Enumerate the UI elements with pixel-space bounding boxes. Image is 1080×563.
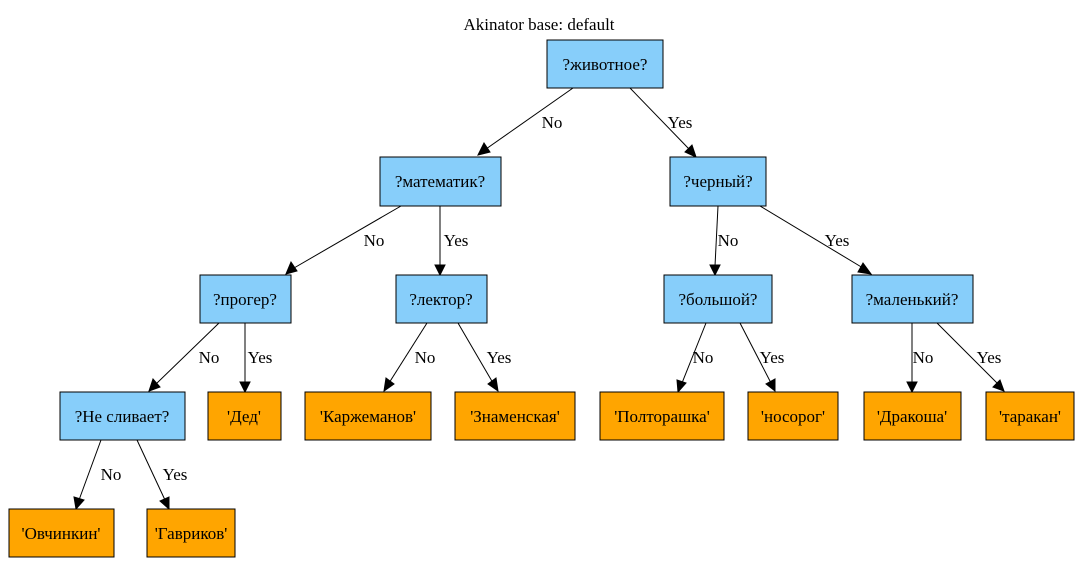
node-question-small: ?маленький?	[851, 274, 974, 324]
svg-text:?маленький?: ?маленький?	[866, 290, 959, 309]
node-answer-karzhemanov: 'Каржеманов'	[304, 391, 432, 441]
svg-text:'Дракоша': 'Дракоша'	[877, 407, 947, 426]
edge-label-yes: Yes	[248, 348, 273, 367]
node-answer-poltorashka: 'Полторашка'	[599, 391, 725, 441]
svg-text:'Гавриков': 'Гавриков'	[155, 524, 228, 543]
edge-label-yes: Yes	[444, 231, 469, 250]
edge-label-no: No	[913, 348, 934, 367]
edge-proger-yes	[239, 323, 251, 394]
node-answer-ovchinkin: 'Овчинкин'	[8, 508, 115, 558]
node-question-proger: ?прогер?	[199, 274, 292, 324]
edge-label-no: No	[199, 348, 220, 367]
edge-label-yes: Yes	[163, 465, 188, 484]
edge-root-yes	[629, 87, 697, 158]
edge-small-no	[906, 323, 918, 394]
edge-label-no: No	[542, 113, 563, 132]
svg-text:'таракан': 'таракан'	[999, 407, 1061, 426]
node-answer-drakosha: 'Дракоша'	[863, 391, 962, 441]
svg-text:?Не сливает?: ?Не сливает?	[75, 407, 170, 426]
edge-sliv-no	[73, 439, 102, 511]
svg-text:'Полторашка': 'Полторашка'	[614, 407, 710, 426]
node-question-math: ?математик?	[379, 156, 502, 207]
edge-label-yes: Yes	[668, 113, 693, 132]
edge-label-yes: Yes	[487, 348, 512, 367]
edge-label-no: No	[693, 348, 714, 367]
edge-small-yes	[936, 322, 1005, 392]
edge-lector-no	[383, 322, 428, 393]
node-question-animal: ?животное?	[546, 39, 664, 89]
edge-label-yes: Yes	[760, 348, 785, 367]
svg-text:?черный?: ?черный?	[683, 172, 752, 191]
svg-text:?математик?: ?математик?	[395, 172, 485, 191]
node-answer-nosorog: 'носорог'	[747, 391, 839, 441]
svg-text:'Овчинкин': 'Овчинкин'	[22, 524, 101, 543]
edge-math-no	[285, 205, 402, 275]
edge-label-no: No	[718, 231, 739, 250]
edge-black-no	[709, 205, 721, 277]
svg-text:?животное?: ?животное?	[563, 55, 648, 74]
svg-text:'Каржеманов': 'Каржеманов'	[320, 407, 416, 426]
edge-label-no: No	[364, 231, 385, 250]
node-answer-znamenskaya: 'Знаменская'	[454, 391, 576, 441]
diagram-title: Akinator base: default	[463, 15, 614, 34]
edge-label-no: No	[415, 348, 436, 367]
edge-sliv-yes	[136, 439, 170, 511]
node-question-ne-slivaet: ?Не сливает?	[59, 391, 186, 441]
svg-text:?прогер?: ?прогер?	[213, 290, 277, 309]
edge-big-no	[676, 322, 707, 394]
node-question-black: ?черный?	[669, 156, 767, 207]
node-answer-tarakan: 'таракан'	[985, 391, 1075, 441]
svg-text:'Дед': 'Дед'	[227, 407, 261, 426]
svg-text:?лектор?: ?лектор?	[409, 290, 472, 309]
node-answer-ded: 'Дед'	[207, 391, 282, 441]
edge-big-yes	[739, 322, 776, 393]
edge-math-yes	[434, 206, 446, 277]
svg-text:'Знаменская': 'Знаменская'	[470, 407, 560, 426]
edge-proger-no	[148, 322, 220, 392]
node-question-big: ?большой?	[663, 274, 773, 324]
edge-label-yes: Yes	[977, 348, 1002, 367]
edge-label-no: No	[101, 465, 122, 484]
edge-lector-yes	[457, 322, 499, 393]
node-question-lector: ?лектор?	[395, 274, 488, 324]
node-answer-gavrikov: 'Гавриков'	[146, 508, 236, 558]
edge-root-no	[477, 87, 574, 156]
svg-text:?большой?: ?большой?	[679, 290, 758, 309]
edge-label-yes: Yes	[825, 231, 850, 250]
svg-text:'носорог': 'носорог'	[761, 407, 825, 426]
edge-black-yes	[759, 205, 873, 275]
